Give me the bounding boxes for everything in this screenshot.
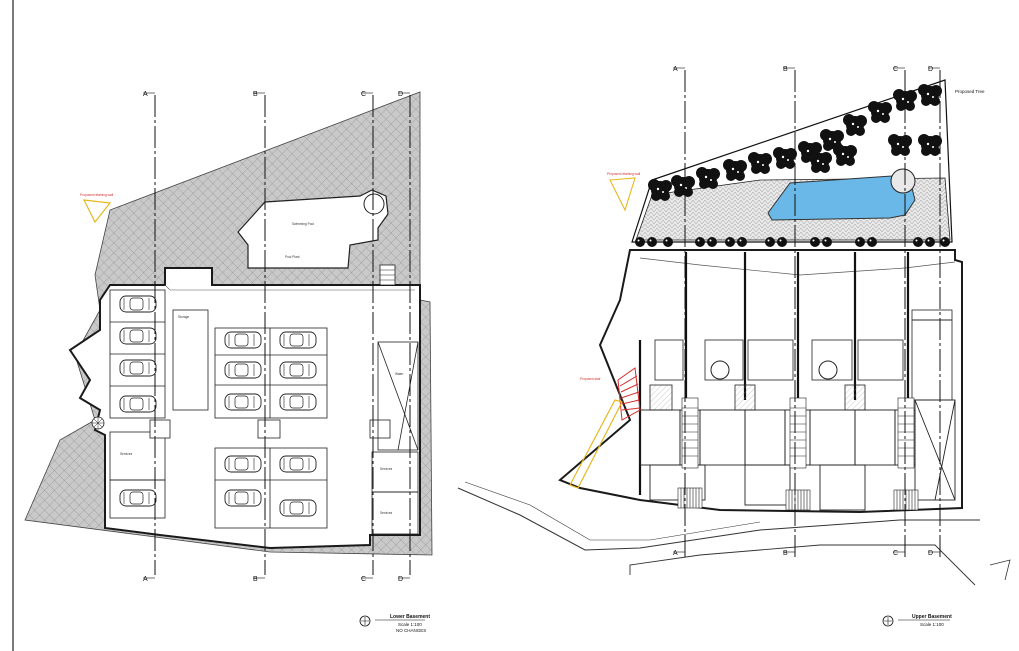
lower-note: NO CHANGES bbox=[396, 628, 426, 633]
grid-label-c-bottom: C bbox=[361, 576, 366, 583]
upper-grid-lines: A B C D A B C D bbox=[673, 66, 941, 558]
upper-grid-d-top: D bbox=[928, 66, 933, 73]
svg-text:Services: Services bbox=[120, 452, 133, 456]
svg-text:Proposed stair: Proposed stair bbox=[580, 377, 601, 381]
upper-building-footprint bbox=[558, 249, 963, 514]
lower-plant-label: Pool Plant bbox=[285, 255, 300, 259]
upper-grid-a-top: A bbox=[673, 66, 678, 73]
lower-title-block: Lower Basement Scale 1:100 NO CHANGES bbox=[359, 614, 430, 633]
upper-basement-plan: Proposed Tree bbox=[457, 79, 1011, 586]
grid-label-a-bottom: A bbox=[143, 576, 148, 583]
upper-stairs bbox=[677, 397, 919, 511]
lower-pool-outline bbox=[237, 189, 389, 269]
upper-grid-d-bottom: D bbox=[928, 550, 933, 557]
upper-title-block: Upper Basement Scale 1:100 bbox=[882, 614, 952, 627]
grid-label-d-bottom: D bbox=[398, 576, 403, 583]
grid-label-c-top: C bbox=[361, 91, 366, 98]
lower-scale: Scale 1:100 bbox=[398, 622, 422, 627]
upper-title: Upper Basement bbox=[912, 614, 952, 620]
upper-red-stair bbox=[617, 367, 641, 421]
upper-grid-b-top: B bbox=[783, 66, 788, 73]
svg-text:Services: Services bbox=[380, 511, 393, 515]
upper-grid-c-top: C bbox=[893, 66, 898, 73]
grid-label-b-top: B bbox=[253, 91, 258, 98]
lower-right-rooms bbox=[371, 341, 419, 535]
upper-pool bbox=[767, 175, 916, 221]
upper-scale: Scale 1:100 bbox=[920, 622, 944, 627]
lower-pool-label: Swimming Pool bbox=[292, 222, 314, 226]
upper-grid-a-bottom: A bbox=[673, 550, 678, 557]
lower-grid-lines: A B C D A B C D bbox=[143, 91, 411, 583]
lower-basement-plan: Swimming Pool Pool Plant Storage bbox=[24, 91, 433, 556]
upper-grid-c-bottom: C bbox=[893, 550, 898, 557]
proposed-trees-label: Proposed Tree bbox=[955, 89, 985, 94]
svg-text:Proposed retaining wall: Proposed retaining wall bbox=[607, 172, 640, 176]
lower-central-parking bbox=[214, 327, 328, 529]
upper-grid-b-bottom: B bbox=[783, 550, 788, 557]
svg-text:Services: Services bbox=[380, 467, 393, 471]
lower-title: Lower Basement bbox=[390, 614, 430, 620]
grid-label-b-bottom: B bbox=[253, 576, 258, 583]
grid-label-d-top: D bbox=[398, 91, 403, 98]
lower-corridor bbox=[172, 309, 209, 411]
upper-lower-rooms bbox=[639, 399, 956, 511]
lower-left-parking bbox=[109, 289, 166, 519]
grid-label-a-top: A bbox=[143, 91, 148, 98]
svg-text:Water: Water bbox=[395, 372, 404, 376]
svg-text:Storage: Storage bbox=[178, 315, 189, 319]
svg-text:Proposed retaining wall: Proposed retaining wall bbox=[80, 193, 113, 197]
